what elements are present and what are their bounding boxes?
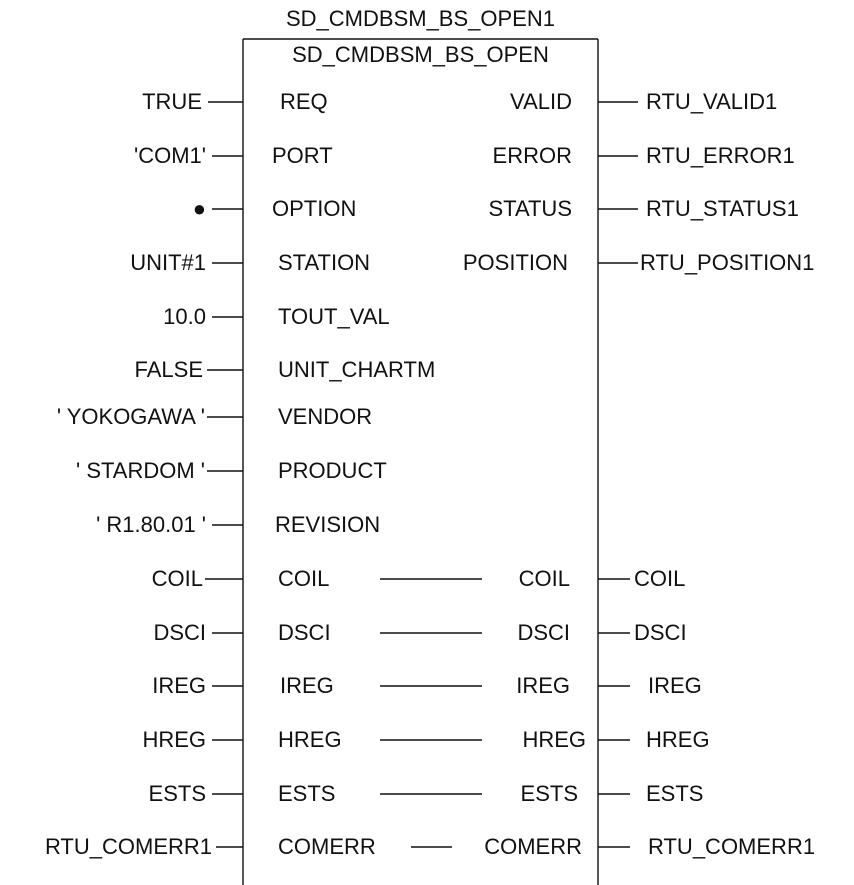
- input-value-ests: ESTS: [148, 781, 206, 806]
- input-value-dsci: DSCI: [153, 620, 206, 645]
- pin-label-coil-out: COIL: [518, 566, 570, 591]
- output-value-ests: ESTS: [646, 781, 704, 806]
- pin-label-ests-out: ESTS: [520, 781, 578, 806]
- output-value-error: RTU_ERROR1: [646, 143, 795, 168]
- pin-label-valid: VALID: [510, 89, 572, 114]
- input-value-comerr: RTU_COMERR1: [44, 834, 212, 859]
- pin-label-port: PORT: [272, 143, 333, 168]
- pin-label-error: ERROR: [492, 143, 572, 168]
- pin-label-comerr-out: COMERR: [484, 834, 582, 859]
- instance-name: SD_CMDBSM_BS_OPEN1: [286, 6, 555, 31]
- output-value-comerr: RTU_COMERR1: [648, 834, 816, 859]
- pin-label-option: OPTION: [272, 196, 357, 221]
- pin-label-dsci-out: DSCI: [517, 620, 570, 645]
- input-value-station: UNIT#1: [130, 250, 206, 275]
- output-value-position: RTU_POSITION1: [640, 250, 815, 275]
- output-value-hreg: HREG: [646, 727, 710, 752]
- input-value-revision: ' R1.80.01 ': [96, 512, 206, 537]
- input-value-ireg: IREG: [152, 673, 206, 698]
- pin-label-product: PRODUCT: [278, 458, 387, 483]
- pin-label-coil-in: COIL: [278, 566, 330, 591]
- input-value-coil: COIL: [151, 566, 203, 591]
- block-type-name: SD_CMDBSM_BS_OPEN: [292, 42, 549, 67]
- input-value-product: ' STARDOM ': [76, 458, 205, 483]
- pin-label-hreg-out: HREG: [522, 727, 586, 752]
- input-value-vendor: ' YOKOGAWA ': [56, 404, 205, 429]
- pin-label-req: REQ: [280, 89, 328, 114]
- input-value-tout-val: 10.0: [163, 304, 206, 329]
- pin-label-dsci-in: DSCI: [278, 620, 331, 645]
- pin-label-position: POSITION: [462, 250, 568, 275]
- pin-label-status: STATUS: [488, 196, 572, 221]
- output-value-status: RTU_STATUS1: [646, 196, 799, 221]
- pin-label-revision: REVISION: [275, 512, 381, 537]
- output-value-ireg: IREG: [648, 673, 702, 698]
- pin-label-station: STATION: [278, 250, 371, 275]
- pin-label-hreg-in: HREG: [278, 727, 342, 752]
- input-value-port: 'COM1': [134, 143, 206, 168]
- pin-label-ests-in: ESTS: [278, 781, 336, 806]
- input-value-hreg: HREG: [142, 727, 206, 752]
- output-value-coil: COIL: [634, 566, 686, 591]
- pin-label-vendor: VENDOR: [278, 404, 373, 429]
- input-value-option: ●: [192, 196, 206, 221]
- input-value-req: TRUE: [142, 89, 202, 114]
- pin-label-ireg-out: IREG: [516, 673, 570, 698]
- pin-label-unit-chartm: UNIT_CHARTM: [278, 357, 436, 382]
- pin-label-tout-val: TOUT_VAL: [278, 304, 390, 329]
- output-value-dsci: DSCI: [634, 620, 687, 645]
- input-value-unit-chartm: FALSE: [134, 357, 203, 382]
- pin-label-ireg-in: IREG: [280, 673, 334, 698]
- output-value-valid: RTU_VALID1: [646, 89, 778, 114]
- pin-label-comerr-in: COMERR: [278, 834, 376, 859]
